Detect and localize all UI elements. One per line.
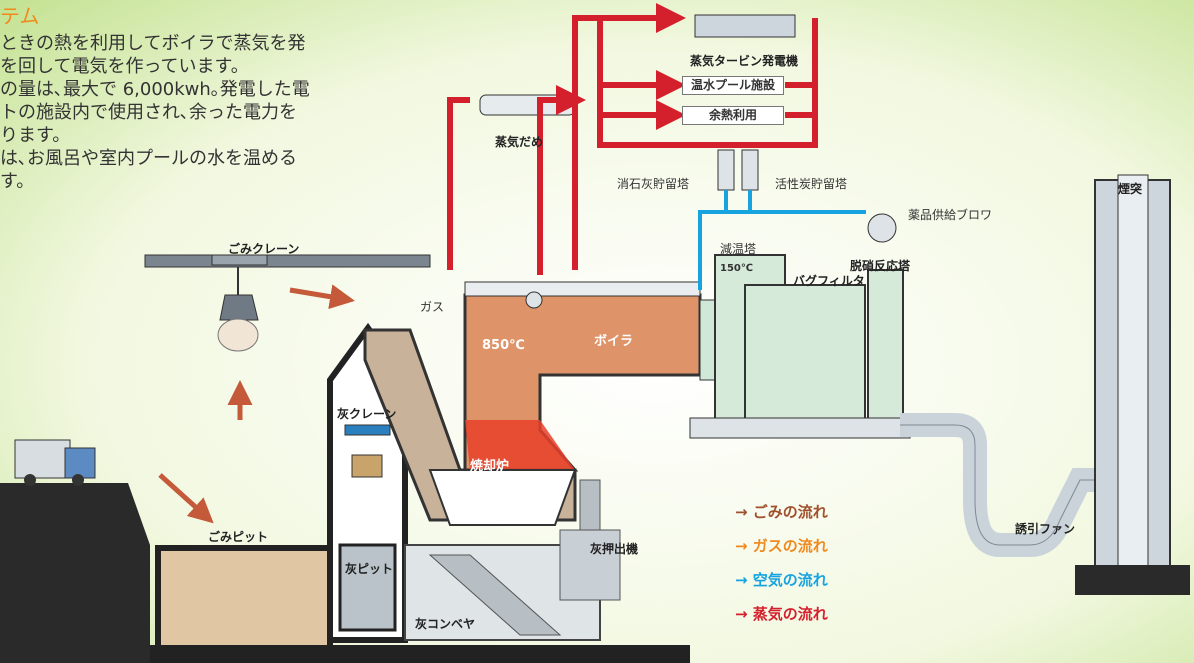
ash-crane-label: 灰クレーン — [337, 407, 397, 421]
intro-line: は､お風呂や室内プールの水を温める — [0, 148, 297, 169]
ash-pit-label: 灰ピット — [345, 562, 394, 576]
induced-fan-label: 誘引ファン — [1015, 522, 1076, 536]
ash-conveyor-shape — [428, 554, 562, 636]
bag-filter-label: バグフィルタ — [793, 274, 865, 288]
ash-pit-box — [338, 543, 397, 632]
legend-steam-flow: → 蒸気の流れ — [735, 605, 828, 623]
fire — [465, 420, 575, 470]
section-title: テム — [0, 4, 40, 28]
turbine-label: 蒸気タービン発電機 — [690, 54, 799, 68]
temp-small-label: 150℃ — [720, 263, 753, 274]
legend-air-flow: → 空気の流れ — [735, 571, 828, 589]
pool-label: 温水プール施設 — [682, 76, 784, 95]
legend-gas-flow: → ガスの流れ — [735, 537, 828, 555]
intro-line: の量は､最大で 6,000kwh｡発電した電 — [0, 79, 310, 100]
blower-shape — [867, 213, 897, 243]
intro-line: を回して電気を作っています。 — [0, 56, 249, 77]
ash-conveyor-label: 灰コンベヤ — [415, 617, 476, 631]
temperature-label: 850℃ — [482, 338, 525, 353]
ash-pusher-label: 灰押出機 — [590, 542, 639, 556]
blower-label: 薬品供給ブロワ — [908, 208, 993, 222]
intro-line: ります。 — [0, 125, 71, 146]
intro-line: ときの熱を利用してボイラで蒸気を発 — [0, 33, 306, 54]
ground-left — [0, 483, 150, 663]
waste-pit-label: ごみピット — [208, 530, 269, 544]
lime-silo-label: 消石灰貯留塔 — [617, 177, 690, 191]
waste-pit — [155, 545, 333, 658]
turbine-shape — [694, 14, 796, 38]
intro-line: トの施設内で使用され､余った電力を — [0, 102, 297, 123]
gas-label: ガス — [420, 300, 445, 314]
incinerator-label: 焼却炉 — [470, 459, 510, 474]
cooling-tower-label: 減温塔 — [720, 242, 757, 256]
truck-shape — [14, 439, 71, 479]
denitration-label: 脱硝反応塔 — [850, 259, 911, 273]
waste-heat-label: 余熱利用 — [682, 106, 784, 125]
denitration-shape — [867, 269, 904, 421]
carbon-silo-label: 活性炭貯留塔 — [775, 177, 848, 191]
boiler-label: ボイラ — [594, 334, 634, 349]
bag-filter-shape — [744, 284, 866, 421]
steam-header-label: 蒸気だめ — [495, 135, 544, 149]
floor — [150, 645, 690, 663]
chimney-label: 煙突 — [1118, 182, 1143, 196]
intro-line: す。 — [0, 171, 35, 192]
legend-waste-flow: → ごみの流れ — [735, 503, 828, 521]
crane-label: ごみクレーン — [228, 242, 300, 256]
grate — [428, 469, 577, 526]
intro-text: ときの熱を利用してボイラで蒸気を発 を回して電気を作っています。 の量は､最大で… — [0, 32, 310, 193]
